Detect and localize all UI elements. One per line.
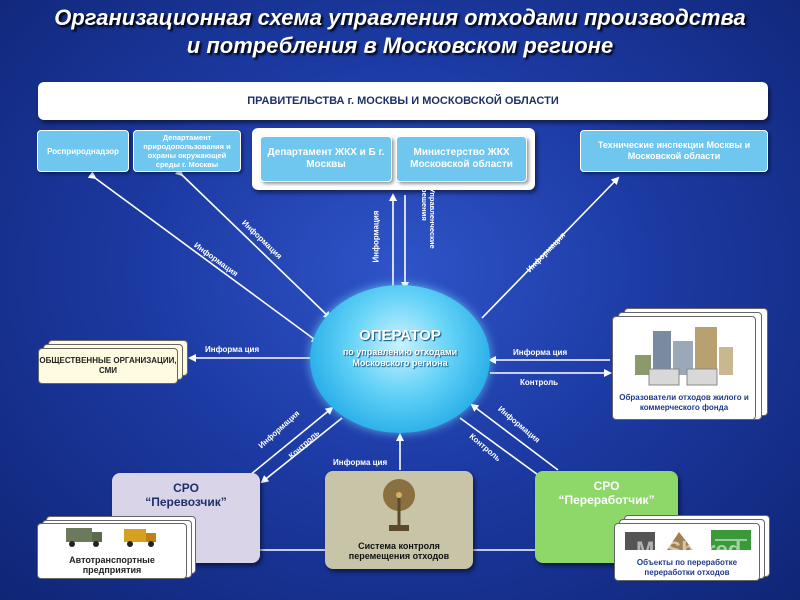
public-orgs-label: ОБЩЕСТВЕННЫЕ ОРГАНИЗАЦИИ, СМИ [39,356,177,375]
satellite-dish-icon [383,479,415,531]
public-orgs-card: ОБЩЕСТВЕННЫЕ ОРГАНИЗАЦИИ, СМИ [38,348,178,384]
watermark: MyShared [636,537,742,562]
label-management-text: Управленческие решения [420,188,437,249]
generators-label: Образователи отходов жилого и коммерческ… [613,393,755,413]
operator-subtitle: по управлению отходами Московского регио… [310,347,490,369]
title-line-1: Организационная схема управления отходам… [54,5,746,30]
operator-ellipse: ОПЕРАТОР по управлению отходами Московск… [310,285,490,433]
arrow-rosprirodnadzor [87,171,320,344]
sro-carrier-name: “Перевозчик” [145,495,227,509]
processing-text: Объекты по переработке переработки отход… [636,558,738,577]
control-system-box: Система контроля перемещения отходов [325,471,473,569]
dept-nature-box: Департамент природопользования и охраны … [133,130,241,172]
operator-subtitle-text: по управлению отходами Московского регио… [342,347,458,368]
government-box: ПРАВИТЕЛЬСТВА г. МОСКВЫ И МОСКОВСКОЙ ОБЛ… [38,82,768,120]
arrow-carrier-control [260,417,343,484]
ministry-zhkh-box: Министерство ЖКХ Московской области [396,136,527,182]
tech-inspections-label: Технические инспекции Москвы и Московско… [597,140,751,161]
generators-text: Образователи отходов жилого и коммерческ… [619,393,749,412]
processing-card: Объекты по переработке переработки отход… [614,523,760,581]
rosprirodnadzor-box: Росприроднадзор [37,130,129,172]
ministry-zhkh-label: Министерство ЖКХ Московской области [410,147,513,170]
label-info-public: Информа ция [205,345,260,354]
transport-label: Автотранспортные предприятия [38,555,186,575]
processing-label: Объекты по переработке переработки отход… [615,558,759,578]
operator-title: ОПЕРАТОР [359,327,441,344]
buildings-icon [635,327,733,386]
arrow-tech-inspections [481,176,620,319]
dept-zhkh-moscow-label: Департамент ЖКХ и Б г. Москвы [267,147,385,170]
arrow-processor-info [470,403,559,471]
recycling-facility-icon [625,530,751,550]
tech-inspections-box: Технические инспекции Москвы и Московско… [580,130,768,172]
rosprirodnadzor-label: Росприроднадзор [47,146,119,156]
dept-zhkh-moscow-box: Департамент ЖКХ и Б г. Москвы [260,136,392,182]
sro-processor-name: “Переработчик” [558,493,655,507]
dept-nature-label: Департамент природопользования и охраны … [143,133,231,169]
transport-card: Автотранспортные предприятия [37,523,187,579]
arrow-processor-control [459,417,547,482]
label-info-generators: Информа ция [513,348,568,357]
control-system-text: Система контроля перемещения отходов [348,541,450,561]
label-management-decisions: Управленческие решения [420,188,437,260]
label-info-up: Информация [371,210,381,263]
arrow-dept-nature [174,167,332,320]
title-line-2: и потребления в Московском регионе [186,33,614,58]
departments-group: Департамент ЖКХ и Б г. Москвы Министерст… [252,128,535,190]
label-control-generators: Контроль [520,378,559,387]
page-title: Организационная схема управления отходам… [0,4,800,60]
transport-text: Автотранспортные предприятия [69,555,155,575]
government-label: ПРАВИТЕЛЬСТВА г. МОСКВЫ И МОСКОВСКОЙ ОБЛ… [247,95,559,107]
trucks-icon [66,528,156,547]
arrow-carrier-info [249,406,334,476]
sro-carrier-title: СРО [173,481,199,495]
label-info-system: Информа ция [333,458,388,467]
sro-processor-title: СРО [593,479,620,493]
control-system-label: Система контроля перемещения отходов [325,541,473,561]
generators-card: Образователи отходов жилого и коммерческ… [612,316,756,420]
